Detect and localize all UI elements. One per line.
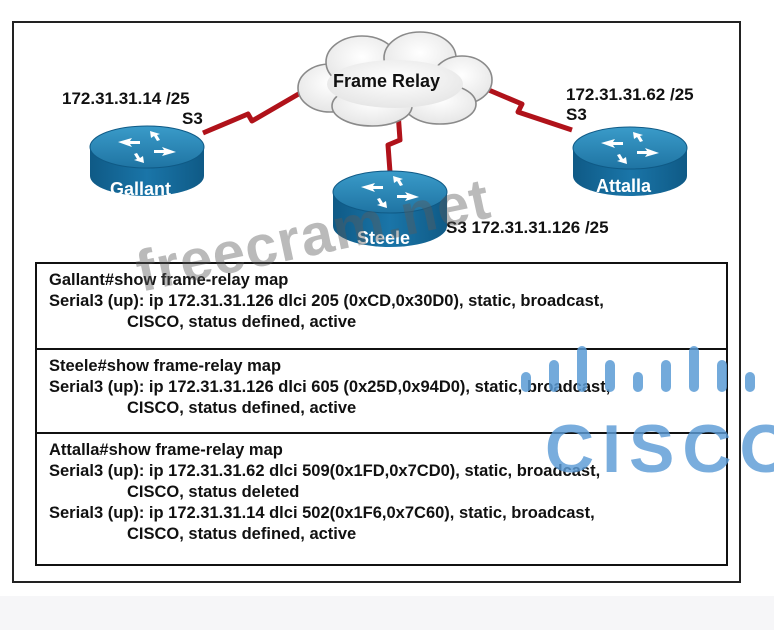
cli-line: CISCO, status defined, active <box>127 525 357 543</box>
cli-block-steele: Steele#show frame-relay map Serial3 (up)… <box>37 348 726 432</box>
cli-line: Serial3 (up): ip 172.31.31.126 dlci 205 … <box>49 292 604 310</box>
cisco-logo-text: CISCO <box>545 411 774 487</box>
router-icon-attalla <box>572 126 688 196</box>
bottom-strip <box>0 596 774 630</box>
attalla-port-label: S3 <box>566 105 587 124</box>
cli-prompt: Gallant#show frame-relay map <box>49 271 289 289</box>
gallant-router-name: Gallant <box>110 179 172 199</box>
steele-ip-label: S3 172.31.31.126 /25 <box>446 218 609 237</box>
cli-line: CISCO, status defined, active <box>127 399 357 417</box>
gallant-ip-label: 172.31.31.14 /25 <box>62 89 190 108</box>
cloud-label: Frame Relay <box>333 71 441 91</box>
router-icon-gallant <box>89 125 205 196</box>
cli-prompt: Attalla#show frame-relay map <box>49 441 283 459</box>
cli-line: CISCO, status deleted <box>127 483 300 501</box>
cli-prompt: Steele#show frame-relay map <box>49 357 282 375</box>
gallant-port-label: S3 <box>182 109 203 128</box>
cli-line: Serial3 (up): ip 172.31.31.14 dlci 502(0… <box>49 504 595 522</box>
cli-block-attalla: Attalla#show frame-relay map Serial3 (up… <box>37 432 726 564</box>
cli-line: Serial3 (up): ip 172.31.31.62 dlci 509(0… <box>49 462 601 480</box>
attalla-ip-label: 172.31.31.62 /25 <box>566 85 694 104</box>
steele-router-name: Steele <box>357 228 411 248</box>
cisco-bars-icon <box>521 346 755 392</box>
serial-link-attalla <box>483 85 573 133</box>
attalla-router-name: Attalla <box>596 176 652 196</box>
cli-line: Serial3 (up): ip 172.31.31.126 dlci 605 … <box>49 378 611 396</box>
cli-output-panel: Gallant#show frame-relay map Serial3 (up… <box>35 262 728 566</box>
serial-link-steele <box>385 111 403 173</box>
cli-line: CISCO, status defined, active <box>127 313 357 331</box>
cli-block-gallant: Gallant#show frame-relay map Serial3 (up… <box>37 264 726 348</box>
router-icon-steele <box>332 170 448 247</box>
serial-link-gallant <box>202 89 304 136</box>
